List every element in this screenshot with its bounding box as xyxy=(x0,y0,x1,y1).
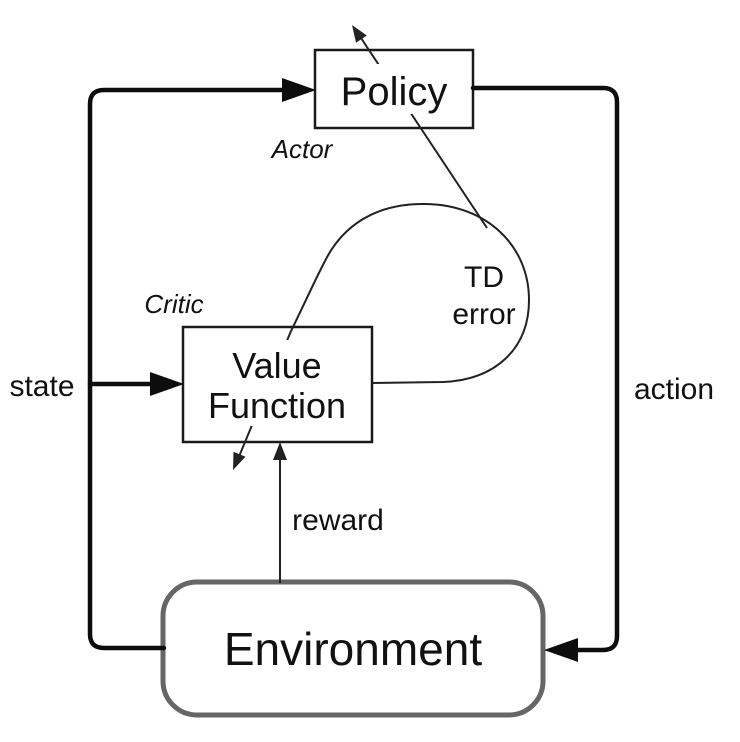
reward-arrowhead-icon xyxy=(273,442,287,460)
state-line xyxy=(87,87,288,651)
state-to-value-function-arrowhead-icon xyxy=(150,372,184,396)
policy-label-backdrop xyxy=(338,64,454,114)
td-error-loop-line xyxy=(237,202,531,460)
state-to-policy-arrowhead-icon xyxy=(282,78,316,102)
td-error-to-value-function-arrowhead-icon xyxy=(233,451,246,470)
value-function-label-backdrop xyxy=(208,340,347,426)
state-label: state xyxy=(9,370,74,403)
policy-label: Policy xyxy=(341,70,448,114)
td-error-to-policy-arrowhead-icon xyxy=(352,25,367,43)
critic-role-label: Critic xyxy=(144,289,203,319)
action-label: action xyxy=(634,373,714,406)
value-function-label-line1: Value xyxy=(232,345,321,386)
td-error-label-line1: TD xyxy=(464,261,504,294)
action-to-environment-arrowhead-icon xyxy=(544,638,578,662)
actor-role-label: Actor xyxy=(270,134,334,164)
environment-label: Environment xyxy=(224,623,482,675)
action-line xyxy=(470,85,620,653)
reward-label: reward xyxy=(292,504,384,537)
value-function-label-line2: Function xyxy=(208,385,346,426)
td-error-label-line2: error xyxy=(452,298,515,331)
